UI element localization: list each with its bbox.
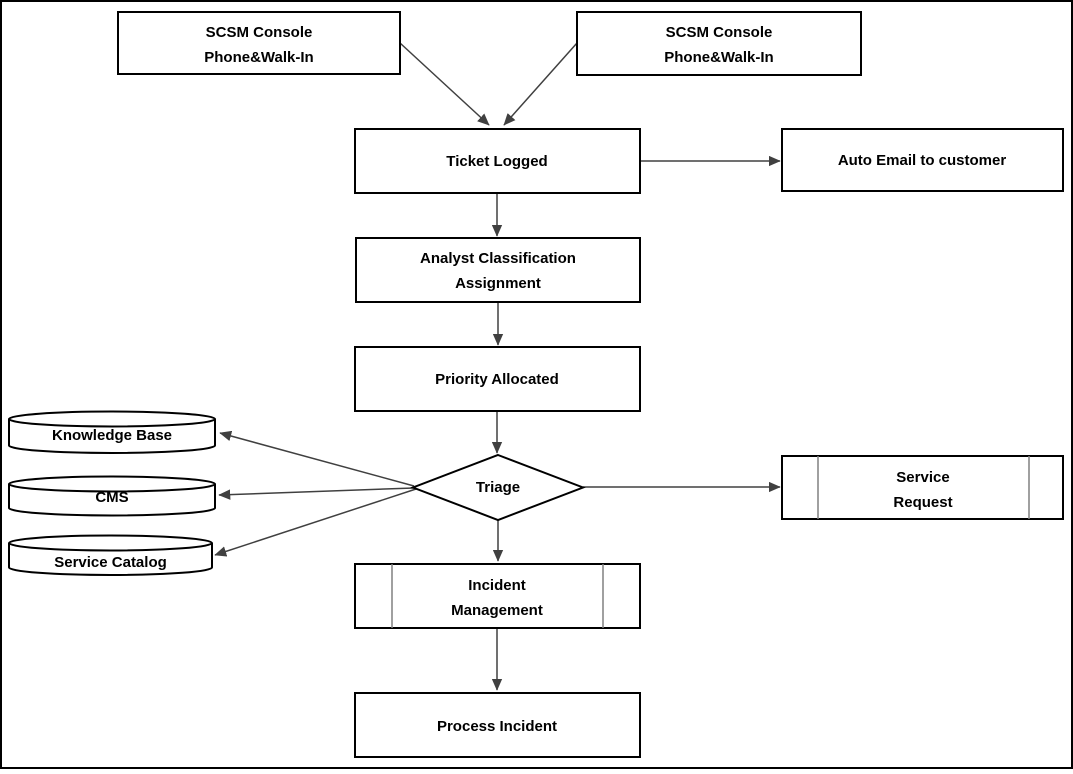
node-incident-management: Incident Management	[354, 563, 641, 629]
node-service-request: Service Request	[781, 455, 1064, 520]
node-label: CMS	[95, 489, 128, 506]
node-label: Phone&Walk-In	[664, 49, 773, 66]
node-service-catalog: Service Catalog	[8, 534, 213, 576]
node-label: Ticket Logged	[446, 153, 547, 170]
node-scsm-console-left: SCSM Console Phone&Walk-In	[117, 11, 401, 75]
node-triage-decision: Triage	[410, 453, 586, 522]
node-label: Knowledge Base	[52, 427, 172, 444]
node-label: Auto Email to customer	[838, 152, 1007, 169]
connectors	[214, 42, 781, 691]
node-label: Service	[896, 469, 949, 486]
node-process-incident: Process Incident	[354, 692, 641, 758]
node-label: Request	[893, 494, 952, 511]
node-label: Assignment	[455, 275, 541, 292]
node-label: Triage	[476, 479, 520, 496]
node-auto-email-to-customer: Auto Email to customer	[781, 128, 1064, 192]
node-label: Priority Allocated	[435, 371, 559, 388]
node-label: Phone&Walk-In	[204, 49, 313, 66]
node-label: Management	[451, 602, 543, 619]
node-label: SCSM Console	[666, 24, 773, 41]
node-scsm-console-right: SCSM Console Phone&Walk-In	[576, 11, 862, 76]
arrow-triage-to-cms	[218, 487, 415, 500]
node-label: Incident	[468, 577, 526, 594]
node-knowledge-base: Knowledge Base	[8, 410, 216, 454]
node-label: Analyst Classification	[420, 250, 576, 267]
node-cms: CMS	[8, 475, 216, 517]
node-label: Process Incident	[437, 718, 557, 735]
node-label: Service Catalog	[54, 554, 167, 571]
node-label: SCSM Console	[206, 24, 313, 41]
arrow-scsm-left-to-ticket-logged	[399, 42, 490, 126]
arrow-scsm-right-to-ticket-logged	[503, 42, 578, 126]
arrow-triage-to-service-catalog	[214, 488, 417, 557]
node-analyst-classification-assignment: Analyst Classification Assignment	[355, 237, 641, 303]
node-priority-allocated: Priority Allocated	[354, 346, 641, 412]
arrow-triage-to-knowledge-base	[219, 430, 415, 487]
node-ticket-logged: Ticket Logged	[354, 128, 641, 194]
